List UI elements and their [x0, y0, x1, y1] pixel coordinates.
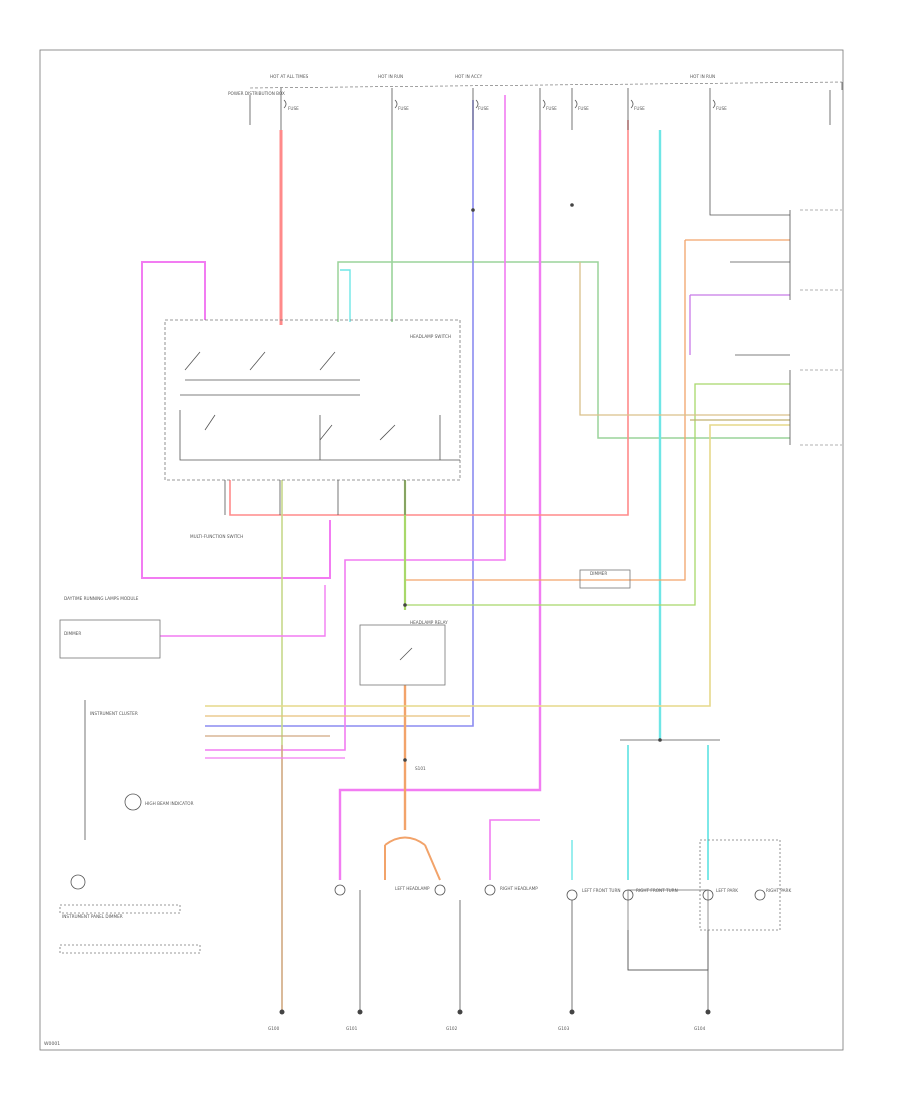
label-right-park: RIGHT PARK — [766, 888, 791, 893]
label-hot-all-times: HOT AT ALL TIMES — [270, 74, 309, 79]
label-right-front-turn: RIGHT FRONT TURN — [636, 888, 678, 893]
label-hot-run-2: HOT IN RUN — [690, 74, 715, 79]
label-fuse-1: FUSE — [288, 106, 299, 111]
label-fuse-3: FUSE — [478, 106, 489, 111]
label-ground-1: G100 — [268, 1026, 280, 1031]
lamp-bulbs — [334, 884, 766, 901]
wire-magenta-left — [141, 261, 331, 579]
label-left-front-turn: LEFT FRONT TURN — [582, 888, 621, 893]
diagram-frame — [39, 49, 844, 1051]
wire-yellow — [205, 424, 790, 707]
label-power-dist: POWER DISTRIBUTION BOX — [228, 91, 285, 96]
power-bus-dashed — [249, 81, 843, 89]
label-ground-5: G104 — [694, 1026, 706, 1031]
fuse-block — [280, 88, 716, 130]
label-headlamp-switch: HEADLAMP SWITCH — [410, 334, 451, 339]
high-beam-indicator-bulb — [124, 793, 142, 811]
label-ground-4: G103 — [558, 1026, 570, 1031]
label-fuse-7: FUSE — [716, 106, 727, 111]
label-instrument-cluster: INSTRUMENT CLUSTER — [90, 711, 138, 716]
label-right-headlamp: RIGHT HEADLAMP — [500, 886, 538, 891]
label-fuse-2: FUSE — [398, 106, 409, 111]
label-ground-3: G102 — [446, 1026, 458, 1031]
wire-magenta-main — [338, 130, 542, 880]
dimmer-switch-box — [579, 569, 631, 589]
label-fuse-5: FUSE — [578, 106, 589, 111]
headlamp-switch-box — [164, 319, 461, 481]
label-dimmer-2: DIMMER — [590, 571, 607, 576]
label-fuse-4: FUSE — [546, 106, 557, 111]
page-id: W0001 — [44, 1041, 60, 1047]
label-hot-run: HOT IN RUN — [378, 74, 403, 79]
label-splice: S101 — [415, 766, 426, 771]
wire-blue — [205, 100, 474, 727]
wire-magenta-mid — [205, 95, 506, 751]
wire-red-thin — [229, 120, 629, 516]
ground-points — [279, 1009, 711, 1015]
label-headlamp-relay: HEADLAMP RELAY — [410, 620, 448, 625]
label-fuse-6: FUSE — [634, 106, 645, 111]
headlamp-relay-box — [359, 624, 446, 686]
label-hot-accy: HOT IN ACCY — [455, 74, 483, 79]
wire-green-top — [337, 261, 790, 439]
label-multifunction: MULTI-FUNCTION SWITCH — [190, 534, 243, 539]
label-left-park: LEFT PARK — [716, 888, 738, 893]
label-dimmer: DIMMER — [64, 631, 81, 636]
splice-dots — [403, 203, 662, 762]
label-ground-2: G101 — [346, 1026, 358, 1031]
label-left-headlamp: LEFT HEADLAMP — [395, 886, 430, 891]
label-high-beam: HIGH BEAM INDICATOR — [145, 801, 194, 806]
label-instrument-panel: INSTRUMENT PANEL DIMMER — [62, 914, 123, 919]
dimmer-box — [59, 619, 161, 659]
label-daytime: DAYTIME RUNNING LAMPS MODULE — [64, 596, 139, 601]
wire-purple — [689, 294, 790, 355]
